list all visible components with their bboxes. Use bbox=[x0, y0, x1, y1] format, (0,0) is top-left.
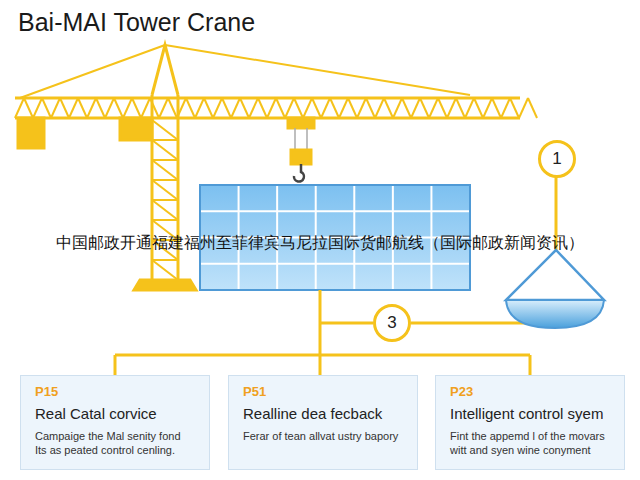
card-heading: Realline dea fecback bbox=[243, 405, 403, 422]
leader-lines bbox=[115, 177, 556, 375]
overlay-caption: 中国邮政开通福建福州至菲律宾马尼拉国际货邮航线（国际邮政新闻资讯） bbox=[56, 233, 584, 254]
card-body: Campaige the Mal senity fond Its as peat… bbox=[35, 430, 195, 458]
bucket-symbol bbox=[506, 250, 604, 328]
card-body: Ferar of tean allvat ustry bapory bbox=[243, 430, 403, 444]
info-card: P15Real Catal corviceCampaige the Mal se… bbox=[20, 375, 210, 470]
callout-number: 3 bbox=[373, 304, 411, 342]
callout-number: 1 bbox=[538, 140, 576, 178]
callout-text: 3 bbox=[387, 313, 396, 333]
card-code: P51 bbox=[243, 384, 403, 399]
card-heading: Intelligent control syem bbox=[450, 405, 610, 422]
info-card: P23Intelligent control syemFint the appe… bbox=[435, 375, 625, 470]
card-heading: Real Catal corvice bbox=[35, 405, 195, 422]
tower-crane bbox=[15, 45, 537, 290]
card-code: P23 bbox=[450, 384, 610, 399]
info-card: P51Realline dea fecbackFerar of tean all… bbox=[228, 375, 418, 470]
card-body: Fint the appemd l of the movars witt and… bbox=[450, 430, 610, 458]
card-code: P15 bbox=[35, 384, 195, 399]
callout-text: 1 bbox=[552, 149, 561, 169]
diagram-title: Bai-MAI Tower Crane bbox=[18, 8, 255, 37]
